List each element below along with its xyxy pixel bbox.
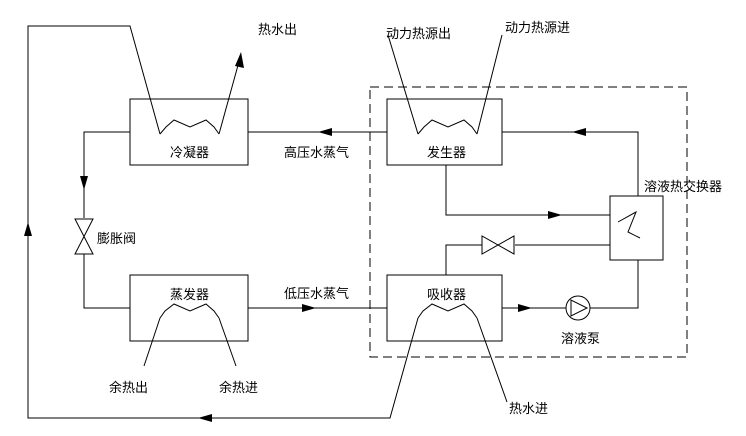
generator-coil (417, 119, 478, 135)
drive-heat-in-line (476, 34, 503, 135)
high-pressure-vapor-label: 高压水蒸气 (284, 145, 349, 161)
hot-water-out-label: 热水出 (258, 23, 297, 38)
drive-heat-out-label: 动力热源出 (386, 27, 451, 42)
hot-water-out-arrow (235, 52, 244, 68)
exchanger-to-generator-line (502, 131, 639, 196)
throttle-to-absorber-line (445, 244, 482, 275)
waste-heat-out-line (143, 317, 161, 367)
hot-water-out-line (218, 57, 241, 135)
absorber-label: 吸收器 (427, 288, 466, 303)
hot-water-in-label: 热水进 (509, 402, 548, 417)
absorber-to-condenser-line (27, 25, 419, 419)
exchanger-to-generator-arrow (572, 128, 586, 136)
heat-exchanger-label: 溶液热交换器 (644, 179, 722, 195)
waste-heat-in-label: 余热进 (219, 380, 258, 396)
heat-exchanger-coil (617, 210, 641, 239)
absorber-to-pump-arrow (518, 304, 532, 312)
low-pressure-vapor-arrow (302, 304, 316, 312)
drive-heat-in-label: 动力热源进 (505, 21, 570, 36)
valve-to-evaporator-line (83, 254, 130, 309)
condenser-to-valve-line (83, 131, 130, 218)
low-pressure-vapor-label: 低压水蒸气 (284, 286, 349, 302)
absorber-coil (417, 303, 478, 319)
generator-to-exchanger-line (445, 165, 610, 216)
expansion-valve-symbol (74, 218, 94, 255)
evaporator-box (129, 274, 249, 342)
drive-heat-out-line (387, 34, 419, 135)
waste-heat-in-line (218, 317, 237, 367)
high-pressure-vapor-arrow (318, 128, 332, 136)
generator-to-exchanger-arrow (548, 211, 562, 219)
solution-throttle-valve (481, 235, 515, 255)
condenser-coil (159, 119, 220, 135)
left-up-arrow (24, 222, 32, 236)
bottom-return-arrow (198, 414, 212, 422)
expansion-valve-label: 膨胀阀 (97, 232, 136, 247)
evaporator-coil (159, 303, 220, 319)
absorber-box (386, 274, 503, 342)
system-boundary (369, 86, 688, 358)
waste-heat-out-label: 余热出 (109, 380, 148, 396)
hot-water-in-line (476, 317, 508, 403)
solution-heat-exchanger-box (609, 195, 664, 261)
solution-pump-label: 溶液泵 (561, 332, 600, 347)
evaporator-label: 蒸发器 (170, 287, 209, 303)
generator-label: 发生器 (427, 145, 466, 161)
pump-to-exchanger-line (590, 260, 639, 309)
solution-pump-triangle (570, 299, 589, 317)
condenser-label: 冷凝器 (170, 145, 209, 161)
condenser-to-valve-arrow (80, 176, 88, 190)
